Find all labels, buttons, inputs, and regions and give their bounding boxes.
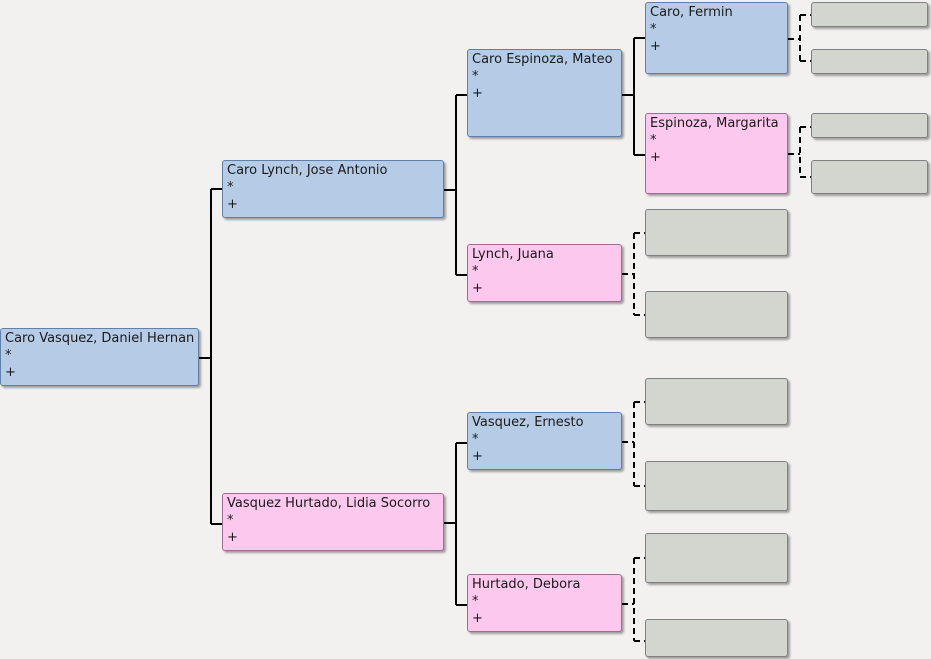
person-name: Espinoza, Margarita (650, 116, 779, 131)
person-box-mother[interactable]: Vasquez Hurtado, Lidia Socorro * + (222, 493, 444, 551)
person-name: Caro Espinoza, Mateo (472, 52, 613, 67)
death-marker: + (227, 197, 238, 212)
empty-ancestor-box[interactable] (645, 209, 788, 256)
empty-ancestor-box[interactable] (811, 160, 928, 194)
person-box-paternal-grandmother[interactable]: Lynch, Juana * + (467, 244, 622, 302)
person-name: Caro Vasquez, Daniel Hernan (5, 331, 195, 346)
person-name: Hurtado, Debora (472, 577, 581, 592)
person-box-father[interactable]: Caro Lynch, Jose Antonio * + (222, 160, 444, 218)
death-marker: + (472, 281, 483, 296)
person-box-paternal-grandfather[interactable]: Caro Espinoza, Mateo * + (467, 49, 622, 137)
death-marker: + (650, 150, 661, 165)
person-name: Caro, Fermin (650, 5, 733, 20)
empty-ancestor-box[interactable] (645, 533, 788, 583)
birth-marker: * (472, 594, 479, 609)
empty-ancestor-box[interactable] (811, 49, 928, 74)
birth-marker: * (472, 264, 479, 279)
death-marker: + (472, 611, 483, 626)
death-marker: + (650, 39, 661, 54)
person-name: Caro Lynch, Jose Antonio (227, 163, 388, 178)
death-marker: + (472, 86, 483, 101)
death-marker: + (5, 365, 16, 380)
person-box-maternal-grandmother[interactable]: Hurtado, Debora * + (467, 574, 622, 632)
birth-marker: * (227, 513, 234, 528)
birth-marker: * (650, 133, 657, 148)
empty-ancestor-box[interactable] (811, 113, 928, 138)
person-box-great-grandmother-1[interactable]: Espinoza, Margarita * + (645, 113, 788, 194)
person-box-root[interactable]: Caro Vasquez, Daniel Hernan * + (0, 328, 199, 386)
birth-marker: * (227, 180, 234, 195)
birth-marker: * (472, 69, 479, 84)
empty-ancestor-box[interactable] (645, 291, 788, 338)
person-box-maternal-grandfather[interactable]: Vasquez, Ernesto * + (467, 412, 622, 470)
death-marker: + (472, 449, 483, 464)
person-name: Vasquez, Ernesto (472, 415, 584, 430)
empty-ancestor-box[interactable] (645, 378, 788, 425)
person-box-great-grandfather-1[interactable]: Caro, Fermin * + (645, 2, 788, 74)
birth-marker: * (472, 432, 479, 447)
person-name: Vasquez Hurtado, Lidia Socorro (227, 496, 431, 511)
person-name: Lynch, Juana (472, 247, 554, 262)
birth-marker: * (650, 22, 657, 37)
empty-ancestor-box[interactable] (811, 2, 928, 27)
birth-marker: * (5, 348, 12, 363)
empty-ancestor-box[interactable] (645, 461, 788, 511)
death-marker: + (227, 530, 238, 545)
empty-ancestor-box[interactable] (645, 619, 788, 657)
